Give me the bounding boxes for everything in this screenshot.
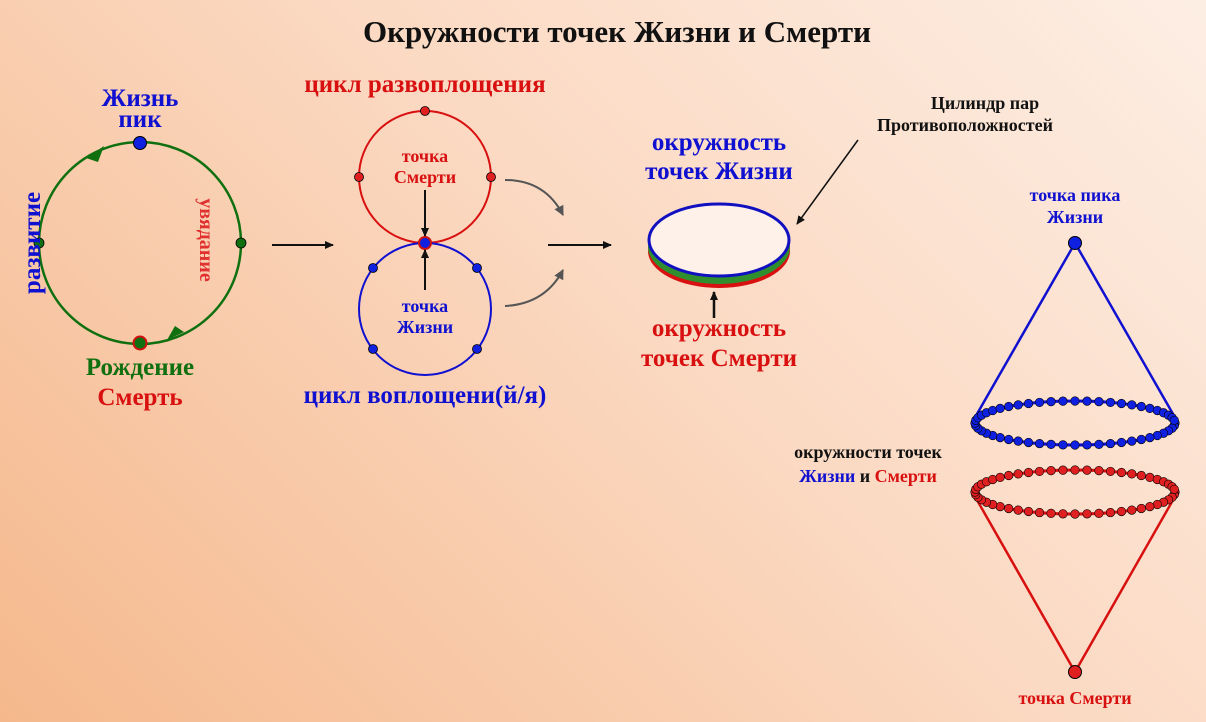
ring-point — [1058, 509, 1068, 519]
ring-point — [1023, 437, 1034, 448]
peak-point — [133, 136, 147, 150]
ring-point — [1034, 438, 1045, 449]
ring-point — [1169, 415, 1179, 425]
life-cycle-circle — [33, 136, 247, 351]
title: Окружности точек Жизни и Смерти — [363, 14, 871, 49]
rings-sublabel: Жизни и Смерти — [799, 466, 937, 486]
ring-point — [1046, 397, 1056, 407]
ring-point — [1136, 434, 1146, 445]
death-point-label: точка — [402, 146, 448, 166]
ring-point — [1004, 503, 1014, 514]
life-peak-sublabel: Жизни — [1047, 207, 1103, 227]
ring-point — [1013, 469, 1023, 479]
ring-point — [1094, 439, 1104, 449]
peak-sublabel: пик — [118, 106, 162, 133]
ring-point — [1127, 436, 1137, 446]
arrowhead-icon — [167, 326, 184, 340]
ring-point — [1094, 466, 1104, 476]
death-point — [1068, 665, 1082, 679]
ring-point — [1046, 466, 1056, 476]
ring-point — [1105, 466, 1116, 477]
birth-death-point — [132, 335, 148, 351]
life-point-sublabel: Жизни — [397, 317, 453, 337]
ring-point — [1023, 506, 1034, 517]
ring-point — [1127, 505, 1137, 515]
ring-point — [1082, 396, 1092, 406]
ring-point — [995, 403, 1005, 414]
ring-point — [1023, 467, 1034, 478]
development-label: развитие — [19, 192, 46, 294]
ring-point — [1145, 432, 1155, 443]
curved-arrow-icon — [504, 179, 564, 216]
life-circle-sublabel: точек Жизни — [645, 158, 793, 185]
ring-point — [1082, 509, 1092, 519]
incarnation-cycle-title: цикл воплощени(й/я) — [304, 382, 547, 409]
arrowhead-icon — [86, 146, 104, 162]
birth-label: Рождение — [86, 354, 194, 381]
ring-point — [1013, 400, 1023, 410]
ring-point — [1094, 508, 1104, 518]
ring-point — [1070, 396, 1080, 406]
life-point-label: точка — [402, 296, 448, 316]
curved-arrow-icon — [504, 269, 564, 307]
ring-point — [1034, 466, 1045, 477]
ring-point — [1136, 470, 1146, 481]
ring-point — [1004, 401, 1014, 412]
fading-label: увядание — [195, 198, 217, 282]
ring-point — [1070, 465, 1080, 475]
ring-point — [1105, 397, 1116, 408]
ring-point — [1070, 440, 1080, 450]
life-points-ring — [970, 396, 1180, 450]
peak-label: Жизнь — [102, 85, 179, 112]
ring-point — [1127, 400, 1137, 410]
ring-point — [1004, 470, 1014, 481]
ring-point — [1013, 505, 1023, 515]
cylinder — [647, 139, 859, 318]
death-point-label: точка Смерти — [1018, 688, 1131, 708]
rings-life: Жизни — [799, 466, 855, 486]
death-points-ring — [970, 465, 1180, 519]
ring-point — [1116, 437, 1127, 448]
ring-point — [1094, 397, 1104, 407]
ring-point — [1046, 439, 1056, 449]
ring-point — [1034, 507, 1045, 518]
death-label: Смерть — [97, 384, 182, 411]
death-point-sublabel: Смерти — [394, 167, 456, 187]
life-peak-label: точка пика — [1030, 185, 1121, 205]
ring-point — [1082, 440, 1092, 450]
ring-point — [1082, 465, 1092, 475]
ring-point — [1058, 465, 1068, 475]
ring-point — [1127, 469, 1137, 479]
ring-point — [1136, 503, 1146, 514]
ring-point — [1136, 401, 1146, 412]
ring-point — [995, 472, 1005, 483]
ring-point — [1046, 508, 1056, 518]
rings-death: Смерти — [875, 466, 937, 486]
death-circle-label: окружность — [652, 315, 786, 342]
cones — [970, 236, 1180, 679]
ring-point — [1116, 398, 1127, 409]
two-cycles — [354, 106, 496, 376]
ring-point — [1169, 484, 1179, 494]
cylinder-callout-sub: Противоположностей — [877, 115, 1053, 135]
ring-point — [1058, 440, 1068, 450]
ring-point — [1116, 506, 1127, 517]
life-circle-label: окружность — [652, 129, 786, 156]
life-peak-point — [1068, 236, 1082, 250]
ring-point — [1023, 398, 1034, 409]
ring-point — [1145, 501, 1155, 512]
ring-point — [1070, 509, 1080, 519]
cylinder-callout: Цилиндр пар — [931, 93, 1039, 113]
death-circle-sublabel: точек Смерти — [641, 345, 797, 372]
ring-point — [1013, 436, 1023, 446]
ring-point — [1116, 467, 1127, 478]
rings-and: и — [855, 466, 874, 486]
ring-point — [1004, 434, 1014, 445]
ring-point — [1058, 396, 1068, 406]
disincarnation-cycle-title: цикл развоплощения — [304, 71, 545, 98]
ring-point — [1105, 507, 1116, 518]
ring-point — [1105, 438, 1116, 449]
ring-point — [1034, 397, 1045, 408]
rings-label: окружности точек — [794, 442, 942, 462]
